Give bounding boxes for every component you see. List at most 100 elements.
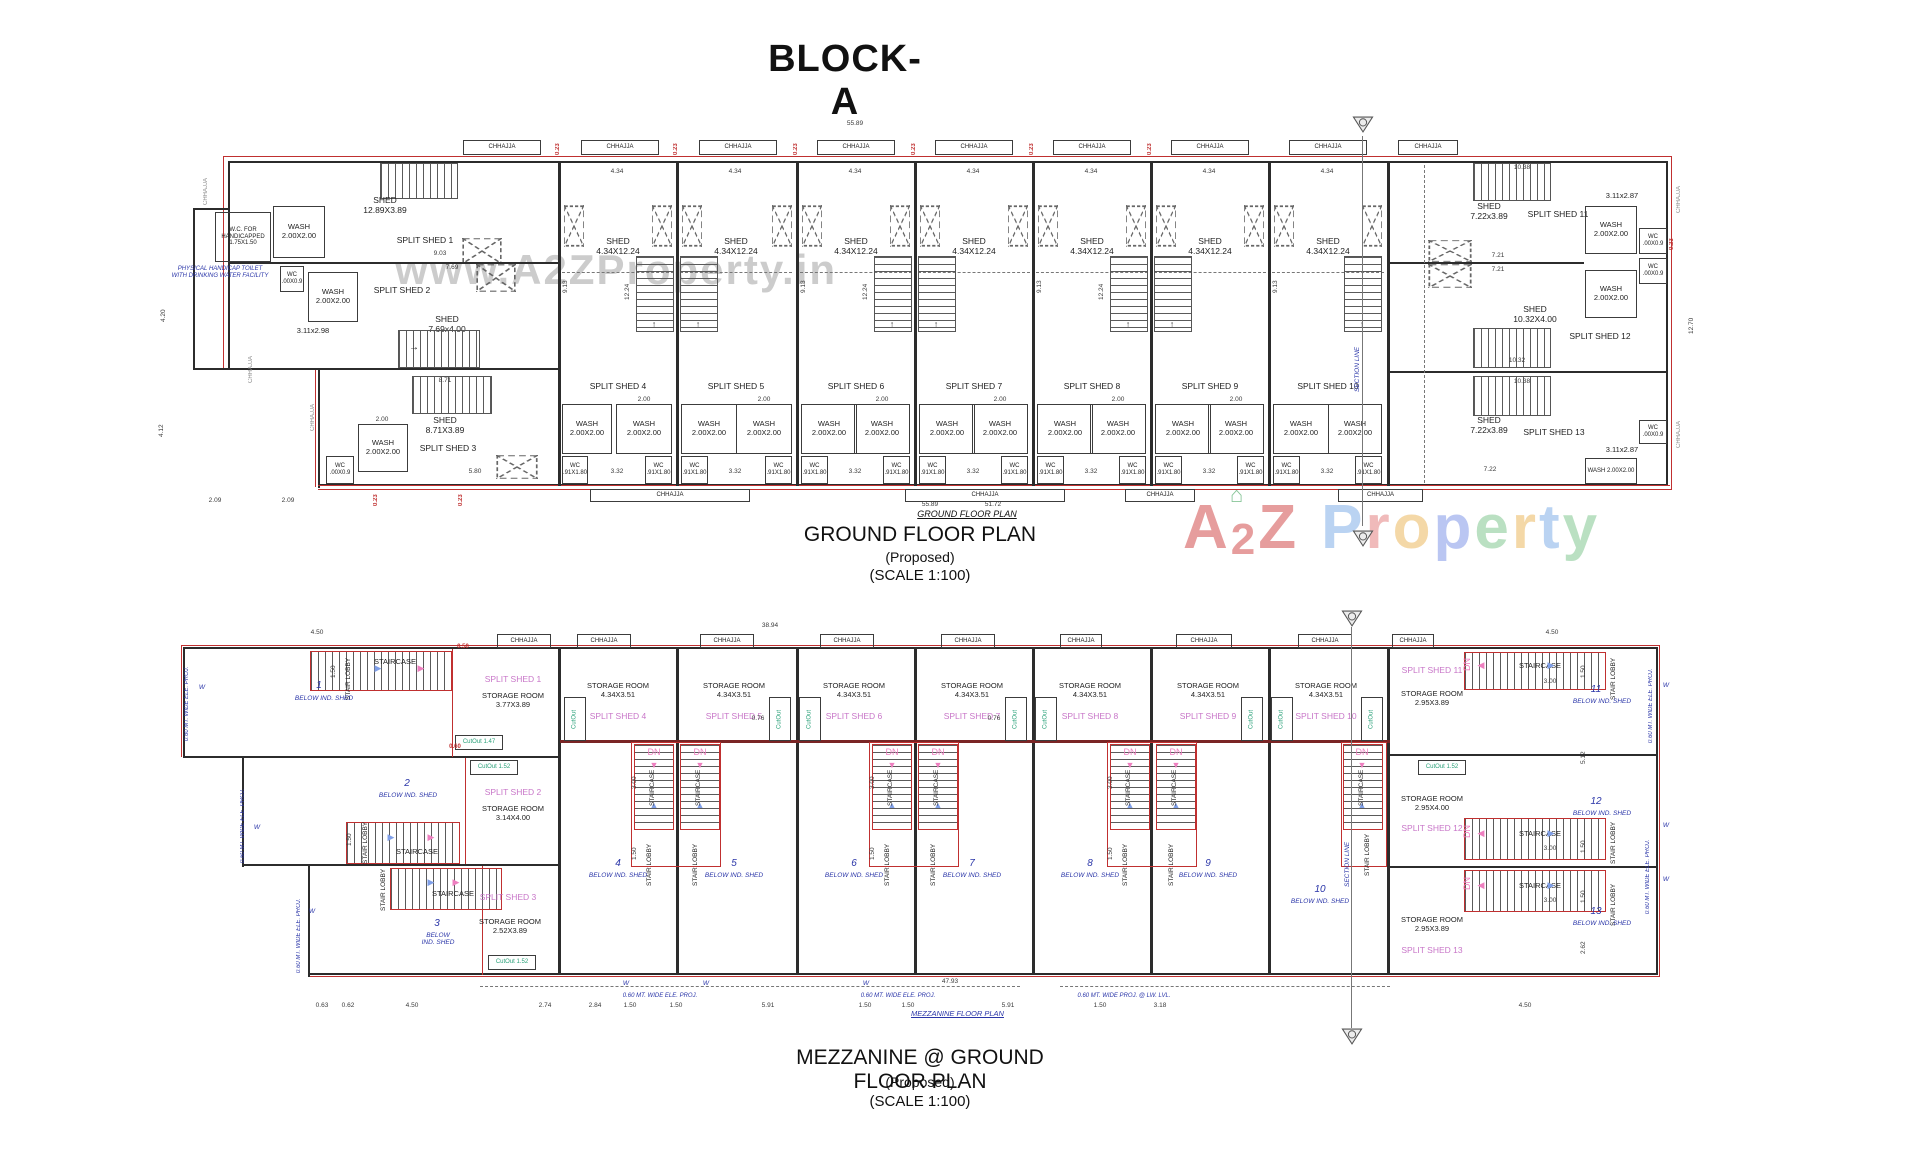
cutout: CutOut 1.52 bbox=[488, 955, 536, 970]
dn-label: DN bbox=[1462, 825, 1472, 839]
room-storage: STORAGE ROOM 4.34X3.51 bbox=[587, 681, 649, 699]
chhajja-box: CHHAJJA bbox=[935, 140, 1013, 155]
room-split-shed-3: SPLIT SHED 3 bbox=[479, 892, 537, 902]
label: BELOW IND. SHED bbox=[421, 932, 455, 947]
dn-arrow: ▼ bbox=[1357, 760, 1367, 770]
staircase-label: STAIRCASE bbox=[695, 769, 702, 807]
chhajja-box: CHHAJJA bbox=[1053, 140, 1131, 155]
staircase bbox=[1343, 744, 1383, 830]
label: 2.09 bbox=[208, 497, 222, 504]
room-shed: SHED 4.34X12.24 bbox=[834, 236, 878, 256]
wall bbox=[228, 262, 558, 264]
label: 4.34 bbox=[1084, 168, 1098, 175]
up-arrow: ▶ bbox=[1547, 660, 1555, 670]
party-wall bbox=[1268, 161, 1271, 486]
dashed-line bbox=[1060, 986, 1390, 987]
party-wall bbox=[1387, 161, 1390, 486]
room-wash: WASH 2.00X2.00 bbox=[1328, 404, 1382, 454]
dashed-line bbox=[680, 272, 792, 273]
label: 12.70 bbox=[1688, 317, 1695, 335]
cutout: CutOut 1.52 bbox=[470, 760, 518, 775]
brand-letter: r bbox=[1511, 493, 1540, 562]
room-wash: WASH 2.00X2.00 bbox=[562, 404, 612, 454]
label: 0.23 bbox=[458, 494, 464, 506]
label: 0.63 bbox=[315, 1002, 329, 1009]
ele-proj-label: 0.60 MT. WIDE ELE. PROJ. bbox=[184, 666, 190, 742]
staircase-label: STAIRCASE bbox=[396, 847, 438, 856]
room-storage: STORAGE ROOM 2.95X4.00 bbox=[1401, 794, 1463, 812]
up-arrow: ▲ bbox=[887, 800, 897, 810]
label: 1.50 bbox=[1580, 840, 1587, 854]
room-split-shed-13: SPLIT SHED 13 bbox=[1523, 427, 1585, 437]
up-arrow: ▶ bbox=[1547, 880, 1555, 890]
label: BELOW IND. SHED bbox=[1290, 898, 1350, 905]
room-shed: SHED 4.34X12.24 bbox=[714, 236, 758, 256]
room-wash: WASH 2.00X2.00 bbox=[1273, 404, 1329, 454]
staircase bbox=[398, 330, 480, 368]
stair-zone bbox=[1341, 742, 1387, 867]
stair-lobby-label: STAIR LOBBY bbox=[884, 843, 891, 887]
chhajja-box: CHHAJJA bbox=[497, 634, 551, 648]
wall bbox=[1388, 262, 1584, 264]
label: 2.62 bbox=[1580, 941, 1587, 955]
room-wash: WASH 2.00X2.00 bbox=[616, 404, 672, 454]
up-arrow: ▶ bbox=[387, 832, 395, 842]
dn-arrow: ◀ bbox=[1477, 828, 1485, 838]
room-wash: WASH 2.00X2.00 bbox=[801, 404, 857, 454]
label: BELOW IND. SHED bbox=[1060, 872, 1120, 879]
ground-plan-link-label: GROUND FLOOR PLAN bbox=[917, 509, 1017, 519]
brand-letter: t bbox=[1539, 493, 1563, 562]
room-wash: WASH 2.00X2.00 bbox=[854, 404, 910, 454]
mask bbox=[178, 368, 318, 502]
direction-arrow: → bbox=[409, 342, 419, 353]
room-split-shed-4: SPLIT SHED 4 bbox=[589, 381, 647, 391]
label: 0.23 bbox=[373, 494, 379, 506]
room-split-shed-7: SPLIT SHED 7 bbox=[945, 381, 1003, 391]
label: BELOW IND. SHED bbox=[1572, 698, 1632, 705]
label: 2.00 bbox=[375, 416, 389, 423]
staircase bbox=[1464, 870, 1606, 912]
label: BELOW IND. SHED bbox=[942, 872, 1002, 879]
room-storage: STORAGE ROOM 4.34X3.51 bbox=[1059, 681, 1121, 699]
staircase bbox=[918, 744, 958, 830]
up-arrow: ▲ bbox=[933, 800, 943, 810]
wall bbox=[242, 864, 560, 866]
cutout: CutOut bbox=[564, 697, 586, 741]
room-wash: WASH 2.00X2.00 bbox=[1585, 270, 1637, 318]
chhajja-box: CHHAJJA bbox=[581, 140, 659, 155]
dashed-line bbox=[1272, 272, 1384, 273]
staircase bbox=[874, 256, 912, 332]
room-wash: WASH 2.00X2.00 bbox=[273, 206, 325, 258]
label: 0.23 bbox=[1029, 143, 1035, 155]
dn-label: DN bbox=[1169, 747, 1183, 757]
room-split-shed-5: SPLIT SHED 5 bbox=[707, 381, 765, 391]
label: BELOW IND. SHED bbox=[824, 872, 884, 879]
label: 3.18 bbox=[1153, 1002, 1167, 1009]
wall bbox=[193, 208, 195, 370]
room-wc: WC .91X1.80 bbox=[919, 456, 946, 484]
wall bbox=[1389, 754, 1658, 756]
label: 1.50 bbox=[623, 1002, 637, 1009]
window-label: W bbox=[1662, 876, 1670, 883]
ventilator-icon bbox=[1361, 204, 1383, 248]
unit-number: 12 bbox=[1590, 796, 1602, 807]
label: 4.34 bbox=[966, 168, 980, 175]
label: 0.23 bbox=[1147, 143, 1153, 155]
label: 3.00 bbox=[1543, 845, 1557, 852]
label: 12.24 bbox=[624, 283, 631, 301]
label: 1.50 bbox=[1580, 890, 1587, 904]
wall bbox=[1388, 371, 1668, 373]
direction-arrow: ↑ bbox=[933, 319, 939, 329]
room-split-shed-10: SPLIT SHED 10 bbox=[1297, 381, 1359, 391]
wall bbox=[318, 368, 320, 488]
chhajja-box: CHHAJJA bbox=[1171, 140, 1249, 155]
unit-number: 13 bbox=[1590, 906, 1602, 917]
room-wc: WC .91X1.80 bbox=[1037, 456, 1064, 484]
label: 38.94 bbox=[761, 622, 779, 629]
staircase-label: STAIRCASE bbox=[432, 889, 474, 898]
staircase-label: STAIRCASE bbox=[1519, 829, 1561, 838]
room-wc: WC .91X1.80 bbox=[681, 456, 708, 484]
ventilator-icon bbox=[1007, 204, 1029, 248]
staircase-label: STAIRCASE bbox=[1519, 661, 1561, 670]
unit-number: 11 bbox=[1590, 684, 1602, 695]
